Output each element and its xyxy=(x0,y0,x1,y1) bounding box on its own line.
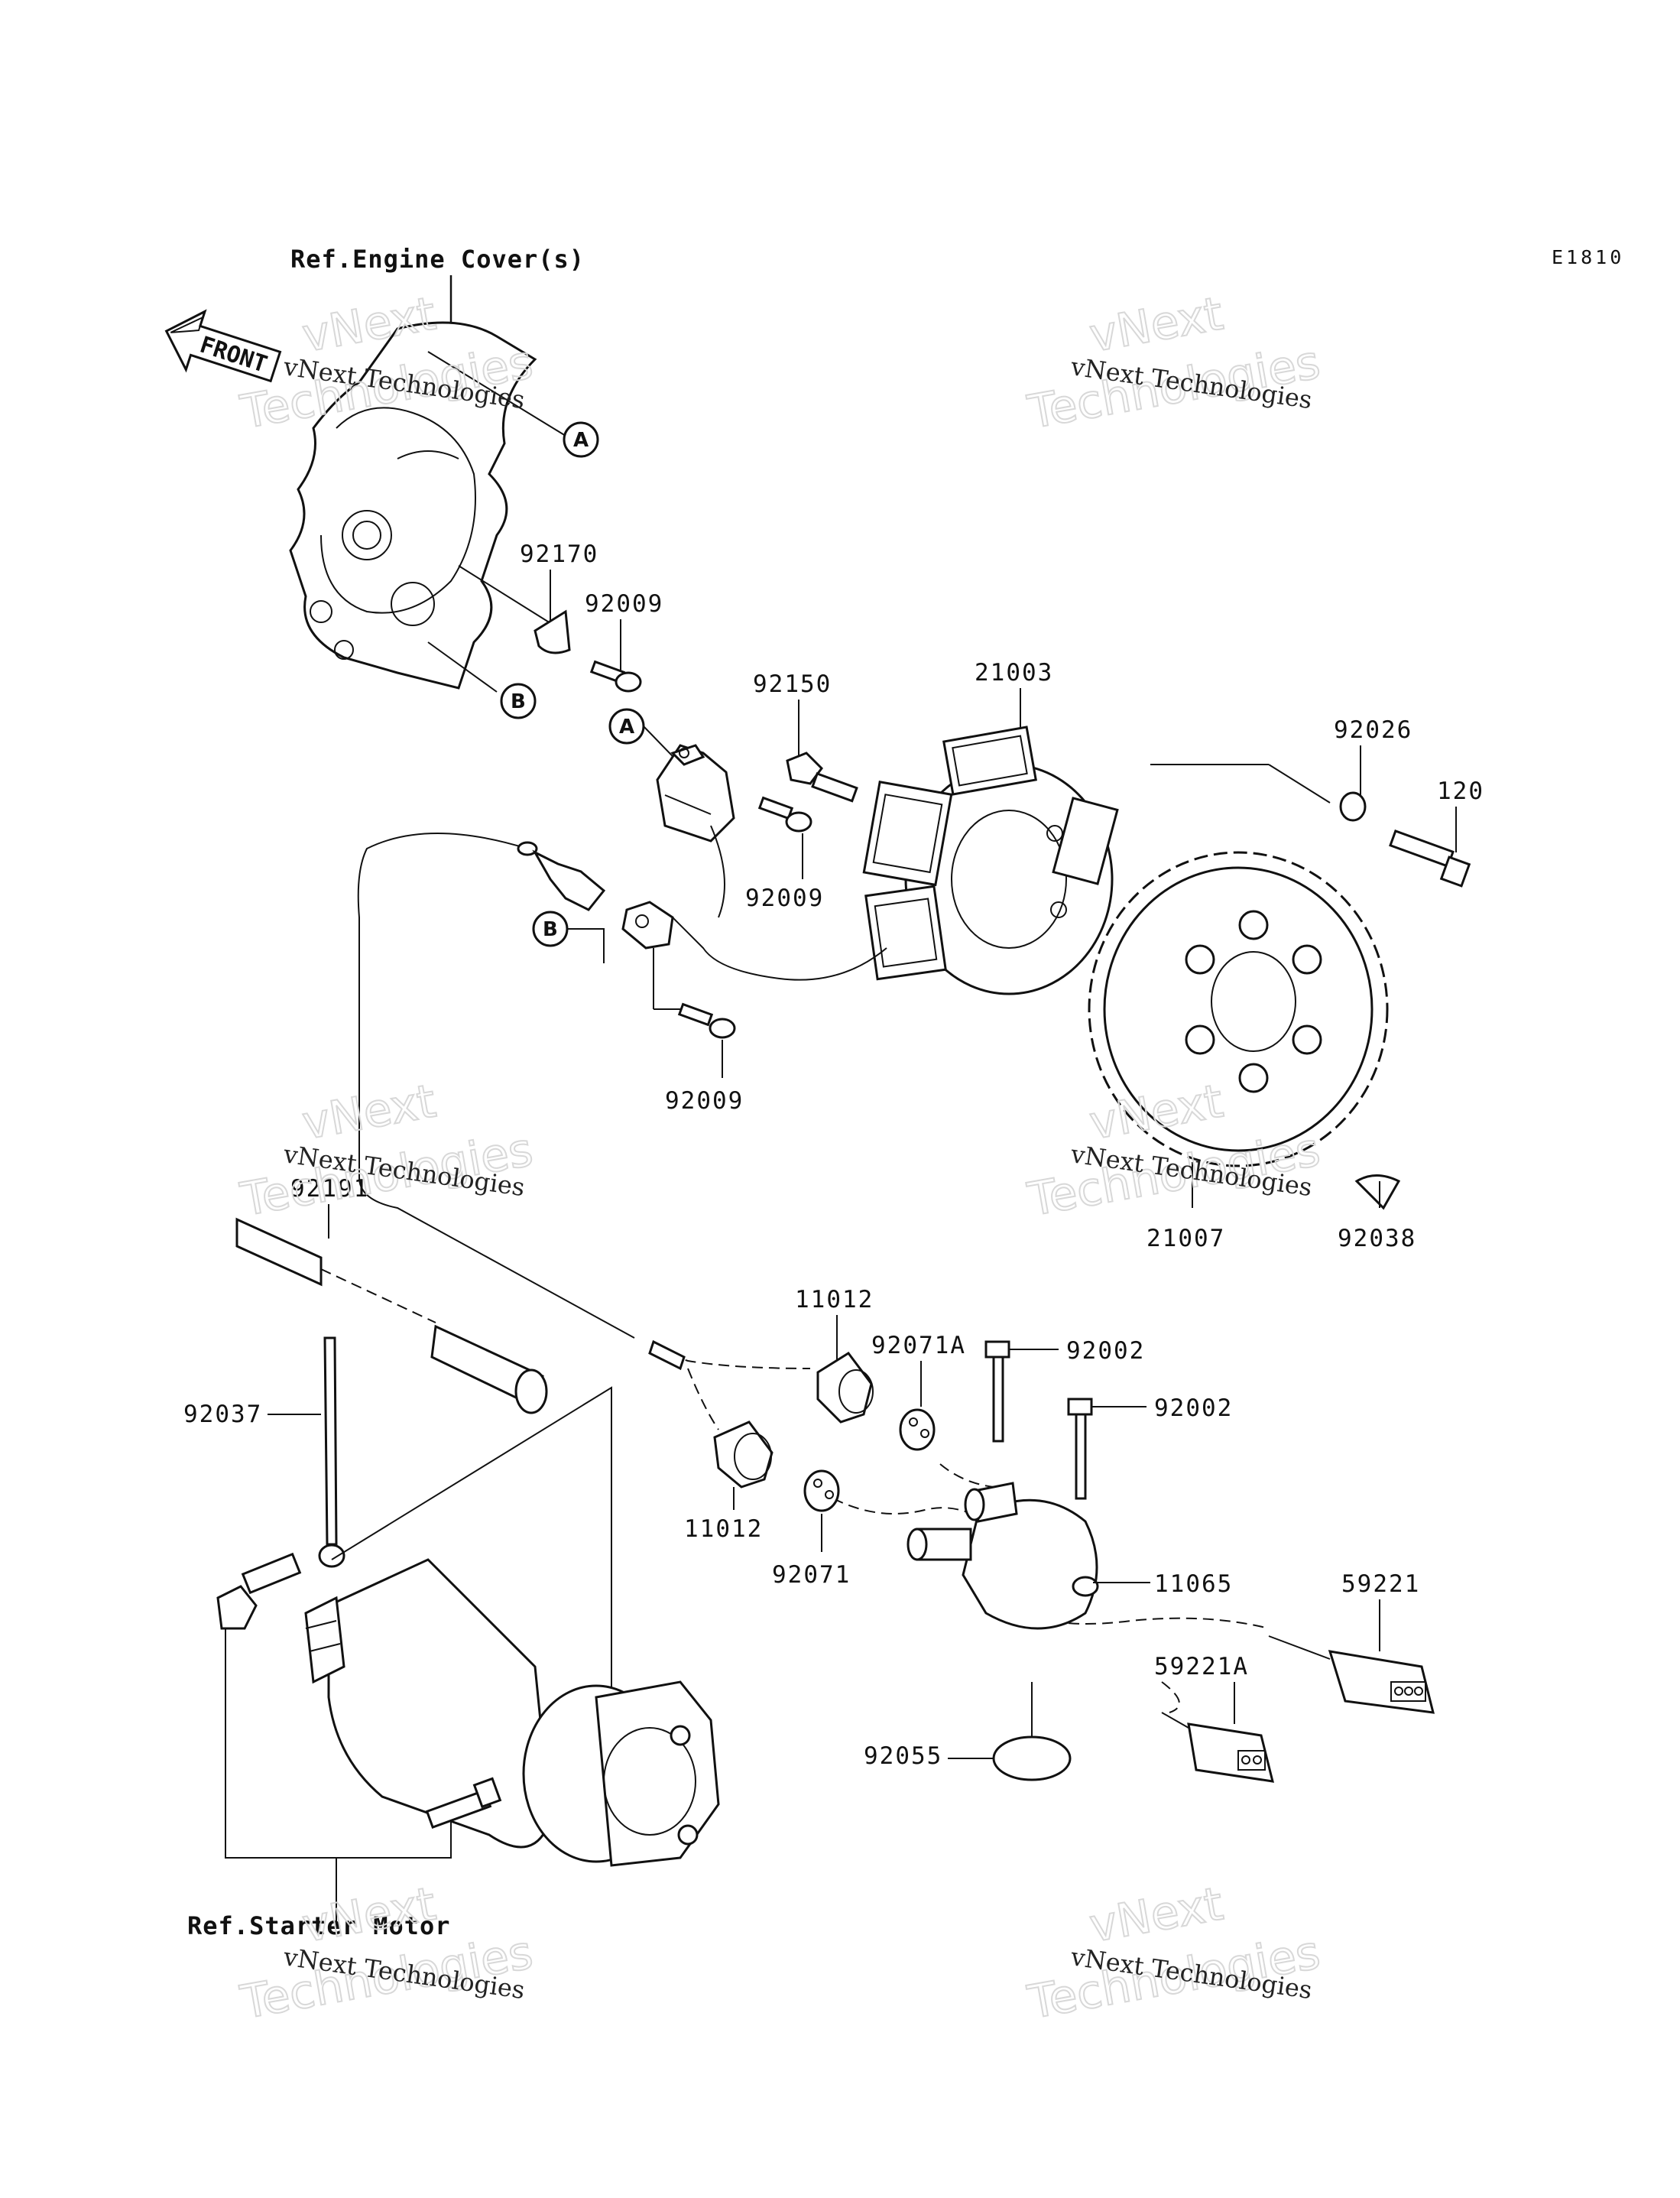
label-11012-low: 11012 xyxy=(684,1515,763,1543)
bolt-icon xyxy=(1389,829,1471,888)
key-92038 xyxy=(1354,1174,1401,1210)
label-92009-top: 92009 xyxy=(585,590,663,618)
engine-cover-reference: Ref.Engine Cover(s) xyxy=(290,245,585,274)
label-92002-a: 92002 xyxy=(1066,1337,1145,1365)
bolt-icon xyxy=(786,752,858,803)
wire-pin xyxy=(648,1339,686,1371)
label-92170: 92170 xyxy=(520,541,598,568)
junction-housing-11065 xyxy=(906,1482,1099,1630)
starter-motor-reference: Ref.Starter Motor xyxy=(187,1911,451,1940)
cable-tie-92037 xyxy=(318,1336,345,1568)
label-92009-low: 92009 xyxy=(665,1087,744,1115)
label-92009-mid: 92009 xyxy=(745,885,824,912)
label-92026: 92026 xyxy=(1334,716,1412,744)
marker-a-mid-label: A xyxy=(619,716,634,739)
connector-cap-11012-low xyxy=(713,1420,774,1489)
label-92055: 92055 xyxy=(864,1742,942,1770)
threaded-rod-92191 xyxy=(235,1217,548,1414)
connector-icon xyxy=(899,1408,936,1451)
watermark-mid-left: vNext Technologies vNext Technologies xyxy=(235,1073,537,1228)
connector-icon xyxy=(803,1469,840,1512)
bolt-icon xyxy=(1067,1398,1093,1500)
connector-59221 xyxy=(1268,1635,1435,1714)
engine-cover xyxy=(289,275,566,693)
label-92038: 92038 xyxy=(1338,1225,1416,1252)
label-92002-b: 92002 xyxy=(1154,1394,1233,1422)
svg-text:vNext: vNext xyxy=(298,1877,439,1953)
bolt-icon xyxy=(677,1002,736,1039)
connector-59221A xyxy=(1161,1712,1275,1783)
oring-92055 xyxy=(992,1735,1072,1781)
pickup-coil xyxy=(656,744,735,843)
bolt-icon xyxy=(984,1340,1010,1443)
marker-b-top xyxy=(500,683,537,719)
connector-cap-11012-top xyxy=(816,1351,874,1424)
marker-a-top xyxy=(563,421,599,458)
label-59221: 59221 xyxy=(1341,1570,1420,1598)
marker-a-top-label: A xyxy=(573,429,589,452)
starter-motor xyxy=(304,1558,720,1867)
wire-grommet xyxy=(517,841,674,950)
label-92191: 92191 xyxy=(290,1175,369,1203)
label-92071A: 92071A xyxy=(871,1332,966,1359)
bolt-icon xyxy=(216,1552,302,1630)
marker-b-top-label: B xyxy=(511,690,526,713)
label-11065: 11065 xyxy=(1154,1570,1233,1598)
bolt-icon xyxy=(589,660,642,693)
label-92071: 92071 xyxy=(772,1561,851,1589)
label-92037: 92037 xyxy=(183,1401,262,1428)
bolt-icon xyxy=(757,796,812,833)
watermark-bottom-right: vNext Technologies vNext Technologies xyxy=(1023,1876,1325,2031)
label-11012-top: 11012 xyxy=(795,1286,874,1313)
stator-21003 xyxy=(862,726,1119,995)
washer-92026 xyxy=(1339,791,1367,822)
label-21003: 21003 xyxy=(975,659,1053,687)
label-92150: 92150 xyxy=(753,670,832,698)
bolt-icon xyxy=(425,1777,502,1829)
svg-text:vNext: vNext xyxy=(1085,287,1227,362)
marker-b-mid-label: B xyxy=(543,918,558,941)
label-120: 120 xyxy=(1437,778,1484,805)
diagram-code: E1810 xyxy=(1552,246,1624,268)
gear-icon xyxy=(1088,851,1389,1167)
svg-text:vNext: vNext xyxy=(298,1074,439,1150)
label-21007: 21007 xyxy=(1146,1225,1225,1252)
watermark-bottom-left: vNext Technologies vNext Technologies xyxy=(235,1876,537,2031)
watermark-top-right: vNext Technologies vNext Technologies xyxy=(1023,286,1325,440)
label-59221A: 59221A xyxy=(1154,1653,1249,1680)
plate-92170 xyxy=(534,609,571,654)
svg-text:vNext: vNext xyxy=(1085,1877,1227,1953)
